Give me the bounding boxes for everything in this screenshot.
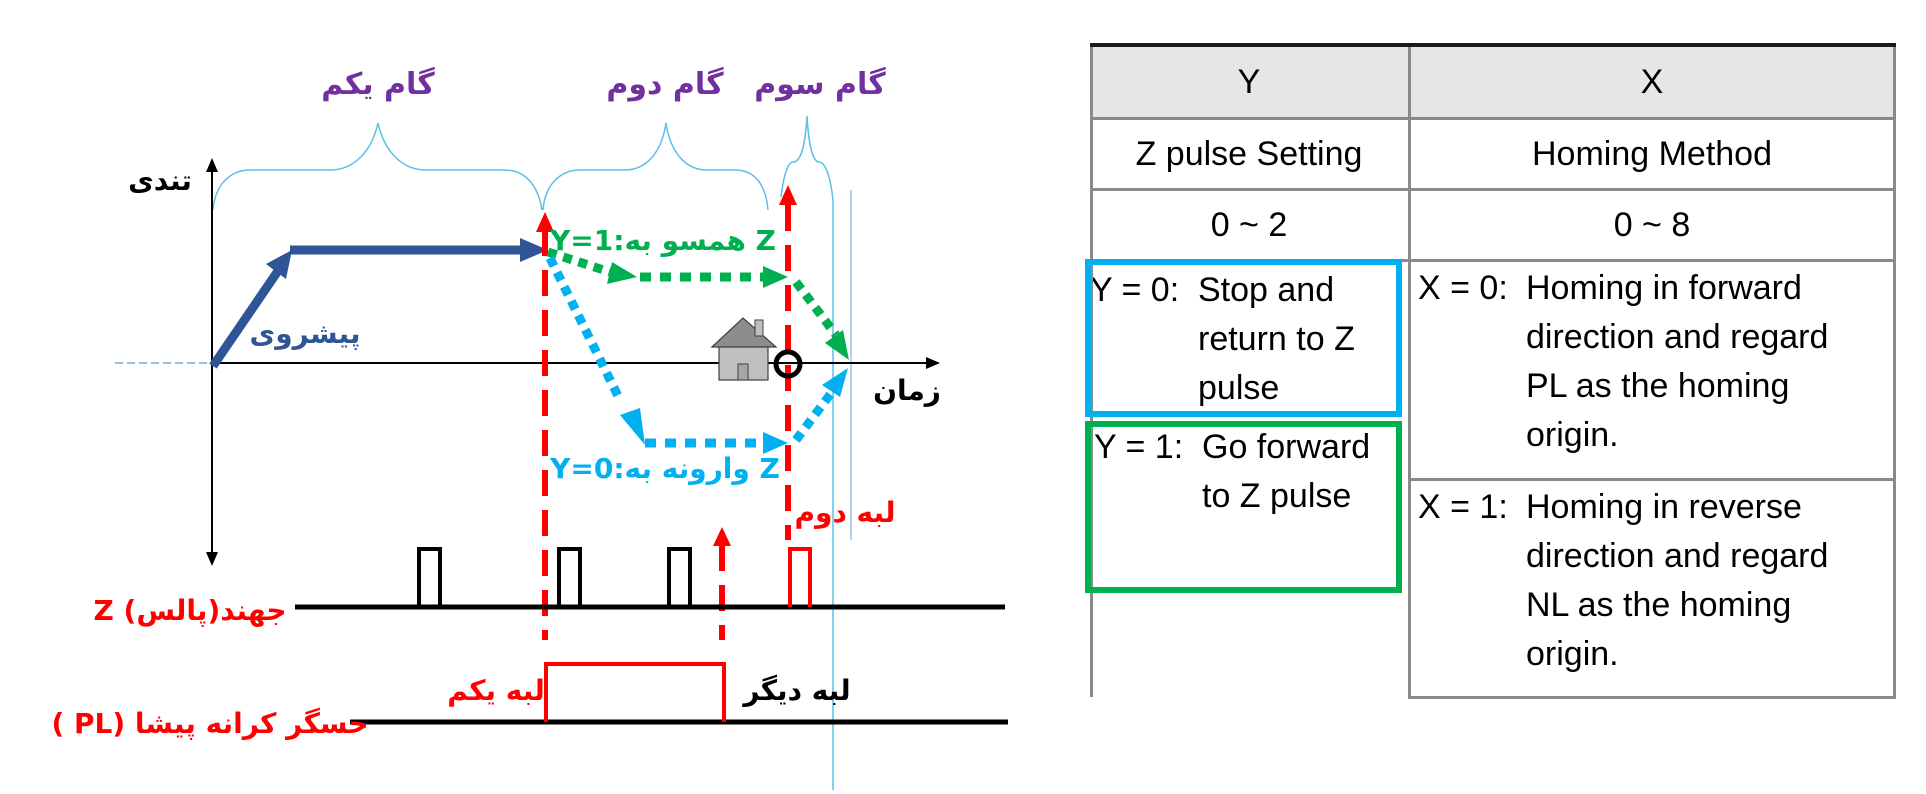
y0-highlight-box	[1085, 259, 1402, 417]
first-edge-label: لبه یکم	[447, 674, 544, 707]
y-option-0-line-2: return to Z	[1198, 320, 1355, 358]
advance-label: پیشروی	[250, 317, 361, 350]
other-edge-arrow-icon	[713, 527, 731, 546]
pl-signal-label: حسگر کرانه پیشا (PL )	[51, 707, 368, 740]
reverse-path	[545, 256, 848, 454]
x-option-1-line-1: Homing in reverse	[1526, 488, 1802, 526]
x-option-0-line-2: direction and regard	[1526, 318, 1829, 356]
x-option-0-line-3: PL as the homing	[1526, 367, 1790, 405]
y-option-0: Y = 0: Stop and return to Z pulse	[1090, 264, 1408, 424]
table-rule	[1411, 696, 1896, 699]
table-rule	[1408, 47, 1411, 699]
y-range-cell: 0 ~ 2	[1090, 191, 1408, 259]
table-rule	[1090, 47, 1093, 697]
pl-active-pulse	[544, 662, 726, 722]
forward-path-label: Y=1:همسو به Z	[549, 224, 776, 257]
y-option-1: Y = 1: Go forward to Z pulse	[1090, 423, 1408, 583]
z-pulse-1	[417, 547, 442, 607]
x-option-1-line-3: NL as the homing	[1526, 586, 1792, 624]
header-x: X	[1411, 47, 1893, 117]
table-rule	[1411, 478, 1896, 481]
x-range: 0 ~ 8	[1613, 205, 1691, 244]
y-option-0-line-3: pulse	[1198, 369, 1280, 407]
y-option-1-line-2: to Z pulse	[1202, 477, 1352, 515]
table-rule	[1090, 117, 1896, 120]
x-option-1-line-2: direction and regard	[1526, 537, 1829, 575]
second-edge-label: لبه دوم	[795, 496, 896, 529]
x-range-cell: 0 ~ 8	[1411, 191, 1893, 259]
y-name: Z pulse Setting	[1135, 134, 1363, 173]
first-edge-arrow-icon	[536, 212, 554, 232]
x-option-0-prefix: X = 0:	[1418, 269, 1508, 307]
step-1-brace	[212, 122, 543, 211]
header-y-label: Y	[1237, 62, 1261, 101]
step-1-label: گام یکم	[321, 66, 435, 102]
x-option-1: X = 1: Homing in reverse direction and r…	[1414, 481, 1892, 697]
homing-parameter-table: Y X Z pulse Setting Homing Method 0 ~ 2 …	[1085, 43, 1896, 699]
z-pulse-signal-label: جهند(پالس) Z	[93, 594, 286, 627]
header-y: Y	[1090, 47, 1408, 117]
step-2-brace	[542, 122, 769, 211]
x-option-1-line-4: origin.	[1526, 635, 1619, 673]
y-axis-label: تندی	[128, 164, 192, 197]
y-option-0-line-1: Stop and	[1198, 271, 1335, 309]
z-pulse-3	[667, 547, 692, 607]
x-axis-label: زمان	[873, 374, 941, 407]
table-rule	[1090, 259, 1896, 262]
x-name: Homing Method	[1531, 134, 1772, 173]
step-3-brace	[780, 115, 834, 790]
table-rule	[1090, 188, 1896, 191]
y-option-1-line-1: Go forward	[1202, 428, 1371, 466]
homing-timing-diagram: گام یکم گام دوم گام سوم تندی زمان پیشروی…	[51, 66, 1008, 790]
x-option-0: X = 0: Homing in forward direction and r…	[1414, 262, 1892, 478]
header-x-label: X	[1640, 62, 1664, 101]
step-2-label: گام دوم	[606, 66, 724, 102]
y-axis-arrow-up-icon	[206, 158, 218, 172]
reverse-path-label: Y=0:وارونه به Z	[549, 452, 780, 485]
table-top-border	[1090, 43, 1896, 47]
x-option-0-line-1: Homing in forward	[1526, 269, 1802, 307]
x-option-0-line-4: origin.	[1526, 416, 1619, 454]
y-range: 0 ~ 2	[1210, 205, 1288, 244]
x-axis-arrow-icon	[926, 357, 940, 369]
table-rule	[1893, 47, 1896, 699]
y1-highlight-box	[1085, 421, 1402, 593]
x-name-cell: Homing Method	[1411, 120, 1893, 188]
x-option-1-prefix: X = 1:	[1418, 488, 1508, 526]
advance-ramp-arrowhead-icon	[266, 250, 292, 279]
other-edge-label: لبه دیگر	[741, 674, 850, 707]
step-3-label: گام سوم	[754, 66, 886, 102]
y-axis-arrow-down-icon	[206, 552, 218, 566]
advance-ramp	[209, 265, 284, 369]
y-name-cell: Z pulse Setting	[1090, 120, 1408, 188]
z-pulse-4-home	[788, 547, 812, 607]
circle-marker-icon	[773, 349, 803, 379]
y-option-0-prefix: Y = 0:	[1090, 271, 1180, 309]
house-icon	[710, 317, 778, 381]
forward-path	[546, 247, 849, 360]
y-option-1-prefix: Y = 1:	[1094, 428, 1184, 466]
second-edge-arrow-icon	[779, 185, 797, 205]
advance-plateau-arrowhead-icon	[520, 238, 548, 262]
z-pulse-2	[557, 547, 582, 607]
